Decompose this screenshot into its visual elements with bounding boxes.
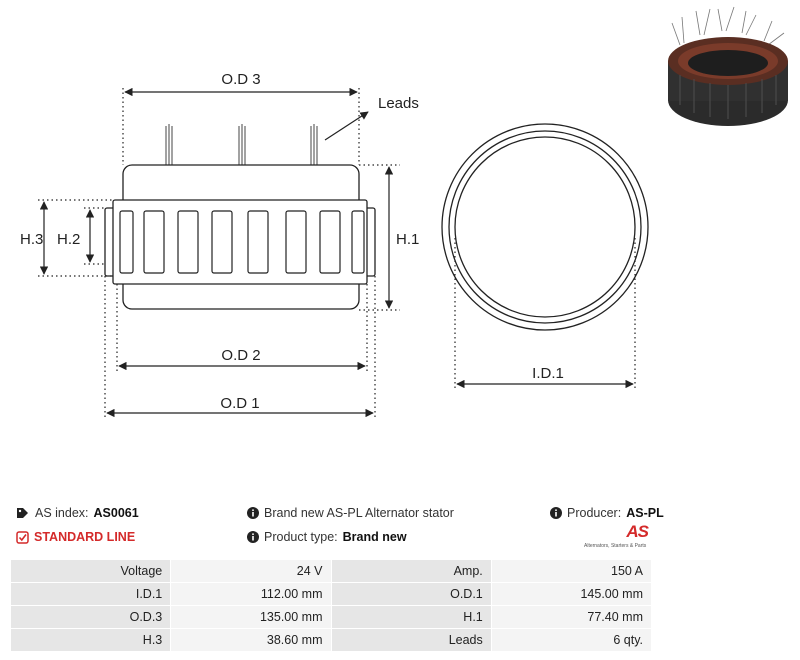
spec-label: O.D.3 — [9, 605, 172, 629]
tag-icon — [17, 508, 28, 518]
spec-value: 38.60 mm — [170, 628, 332, 652]
info-icon — [550, 507, 562, 519]
stator-technical-drawing: O.D 3 Leads H.3 H.2 H.1 O.D 2 O.D 1 I.D.… — [20, 71, 649, 418]
h3-label: H.3 — [20, 231, 43, 248]
od3-label: O.D 3 — [221, 71, 260, 88]
producer-value: AS-PL — [626, 506, 664, 520]
as-index-label: AS index: — [35, 506, 89, 520]
spec-value: 77.40 mm — [490, 605, 653, 629]
table-row: Voltage 24 V Amp. 150 A — [9, 559, 653, 583]
standard-line-label: STANDARD LINE — [34, 530, 136, 544]
spec-label: H.3 — [9, 628, 172, 652]
spec-value: 135.00 mm — [170, 605, 332, 629]
extension-lines — [38, 88, 636, 418]
od2-label: O.D 2 — [221, 347, 260, 364]
as-index: AS index: AS0061 — [16, 506, 139, 520]
standard-line: STANDARD LINE — [16, 530, 135, 544]
h1-label: H.1 — [396, 231, 419, 248]
logo-tagline: Alternators, Starters & Parts — [584, 543, 647, 549]
description-text: Brand new AS-PL Alternator stator — [264, 506, 454, 520]
spec-label: O.D.1 — [330, 582, 492, 606]
producer-label: Producer: — [567, 506, 622, 520]
spec-value: 145.00 mm — [490, 582, 653, 606]
info-icon — [247, 531, 259, 543]
checkbox-check-icon — [16, 530, 29, 544]
table-row: I.D.1 112.00 mm O.D.1 145.00 mm — [9, 582, 653, 606]
spec-label: Amp. — [330, 559, 492, 583]
dimension-arrows — [39, 87, 634, 418]
specs-table: Voltage 24 V Amp. 150 A I.D.1 112.00 mm … — [9, 559, 653, 652]
stator-laminations — [119, 210, 365, 274]
producer: Producer: AS-PL — [550, 506, 664, 520]
product-type-value: Brand new — [342, 530, 407, 544]
spec-label: H.1 — [330, 605, 492, 629]
product-type: Product type: Brand new — [247, 530, 407, 544]
stator-top-view — [441, 123, 649, 331]
spec-label: Voltage — [9, 559, 172, 583]
id1-label: I.D.1 — [532, 365, 564, 382]
spec-value: 150 A — [490, 559, 653, 583]
stator-product-photo — [668, 6, 788, 126]
lead-wires — [165, 124, 318, 165]
spec-value: 24 V — [170, 559, 332, 583]
spec-label: I.D.1 — [9, 582, 172, 606]
spec-label: Leads — [330, 628, 492, 652]
table-row: O.D.3 135.00 mm H.1 77.40 mm — [9, 605, 653, 629]
table-row: H.3 38.60 mm Leads 6 qty. — [9, 628, 653, 652]
logo-mark: AS — [626, 522, 649, 541]
info-icon — [247, 507, 259, 519]
spec-value: 6 qty. — [490, 628, 653, 652]
od1-label: O.D 1 — [220, 395, 259, 412]
leads-label: Leads — [378, 95, 419, 112]
description: Brand new AS-PL Alternator stator — [247, 506, 454, 520]
as-index-value: AS0061 — [93, 506, 139, 520]
product-type-label: Product type: — [264, 530, 338, 544]
spec-value: 112.00 mm — [170, 582, 332, 606]
h2-label: H.2 — [57, 231, 80, 248]
as-pl-logo: AS Alternators, Starters & Parts — [584, 522, 650, 552]
